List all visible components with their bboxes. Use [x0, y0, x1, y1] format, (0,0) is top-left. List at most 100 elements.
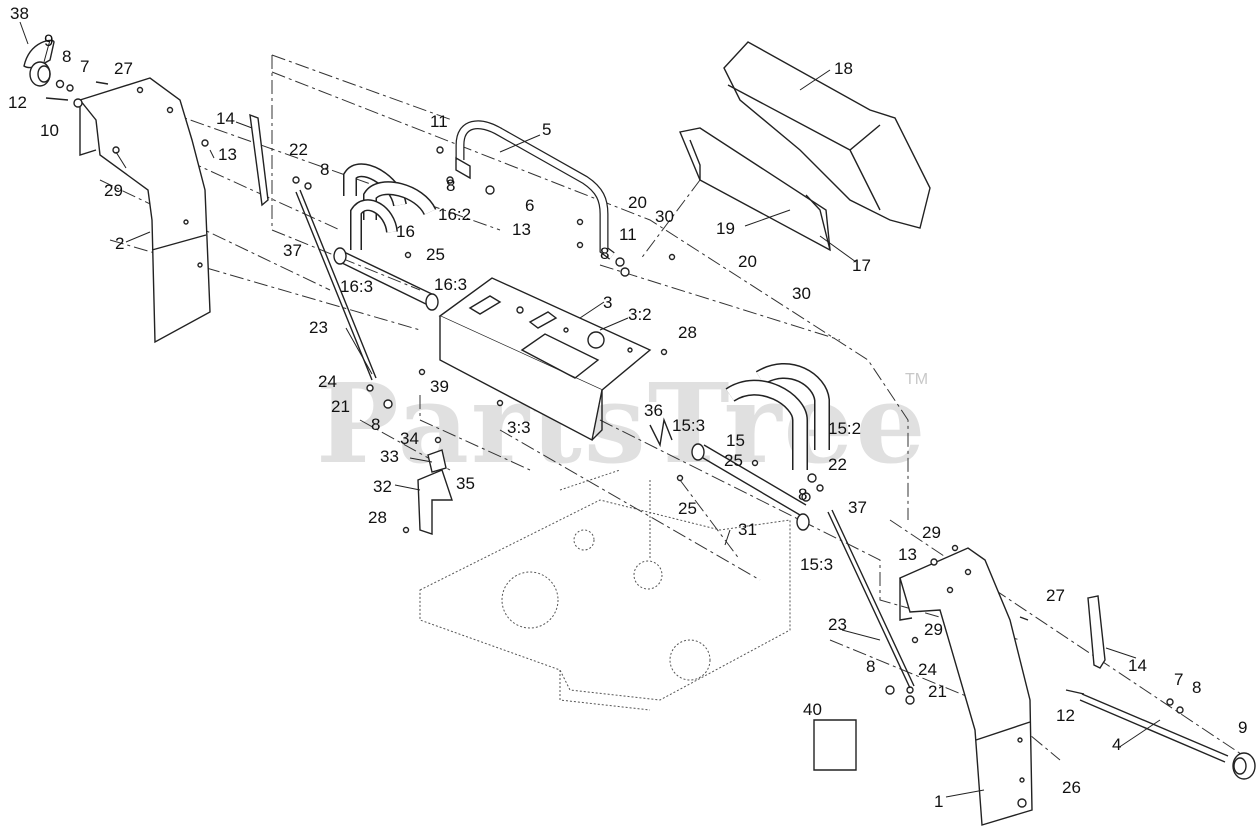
callout-7: 7 [1174, 670, 1183, 689]
callout-23: 23 [828, 615, 847, 634]
callout-12: 12 [1056, 706, 1075, 725]
callout-32: 32 [373, 477, 392, 496]
part-23-right-rod [827, 509, 915, 689]
callout-36: 36 [644, 401, 663, 420]
callout-39: 39 [430, 377, 449, 396]
callout-40: 40 [803, 700, 822, 719]
part-2-left-side-plate [78, 77, 211, 344]
hardware-small-parts [45, 79, 1184, 808]
callout-29: 29 [922, 523, 941, 542]
callout-22: 22 [828, 455, 847, 474]
callout-21: 21 [928, 682, 947, 701]
callout-30: 30 [792, 284, 811, 303]
callout-15-2: 15:2 [828, 419, 861, 438]
callout-33: 33 [380, 447, 399, 466]
callout-10: 10 [40, 121, 59, 140]
callout-9: 9 [1238, 718, 1247, 737]
callout-16: 16 [396, 222, 415, 241]
callout-34: 34 [400, 429, 419, 448]
callout-28: 28 [368, 508, 387, 527]
part-16-hoses [333, 163, 439, 311]
part-32-bracket [417, 449, 453, 535]
callout-17: 17 [852, 256, 871, 275]
callout-29: 29 [104, 181, 123, 200]
frame-base [419, 469, 791, 711]
part-9-left-knob [29, 61, 51, 87]
callout-3: 3 [603, 293, 612, 312]
part-19-seat-plate [679, 127, 831, 252]
callout-14: 14 [1128, 656, 1147, 675]
callout-21: 21 [331, 397, 350, 416]
callout-28: 28 [678, 323, 697, 342]
callout-25: 25 [426, 245, 445, 264]
callout-8: 8 [371, 415, 380, 434]
part-36-spring [649, 417, 673, 448]
callout-5: 5 [542, 120, 551, 139]
part-5-handle [455, 120, 615, 260]
part-1-right-side-plate [899, 547, 1033, 826]
part-40-decal [813, 719, 857, 771]
callout-3-3: 3:3 [507, 418, 531, 437]
callout-9: 9 [44, 31, 53, 50]
callout-8: 8 [62, 47, 71, 66]
callout-8: 8 [446, 176, 455, 195]
callout-24: 24 [318, 372, 337, 391]
callout-20: 20 [738, 252, 757, 271]
callout-35: 35 [456, 474, 475, 493]
callout-31: 31 [738, 520, 757, 539]
callout-15-3: 15:3 [672, 416, 705, 435]
part-15-hoses [691, 363, 830, 531]
callout-13: 13 [512, 220, 531, 239]
callout-8: 8 [798, 485, 807, 504]
callout-24: 24 [918, 660, 937, 679]
callout-12: 12 [8, 93, 27, 112]
callout-30: 30 [655, 207, 674, 226]
leader-lines [19, 21, 1161, 798]
part-14-left-gasket [249, 113, 269, 207]
callout-18: 18 [834, 59, 853, 78]
callout-3-2: 3:2 [628, 305, 652, 324]
callout-1: 1 [934, 792, 943, 811]
callout-7: 7 [80, 57, 89, 76]
callout-11: 11 [430, 112, 448, 131]
callout-37: 37 [283, 241, 302, 260]
callout-2: 2 [115, 234, 124, 253]
callout-26: 26 [1062, 778, 1081, 797]
part-4-shaft [1079, 693, 1229, 763]
callout-4: 4 [1112, 735, 1121, 754]
callout-13: 13 [898, 545, 917, 564]
part-3-control-panel [438, 277, 652, 442]
callout-8: 8 [1192, 678, 1201, 697]
callout-37: 37 [848, 498, 867, 517]
callout-13: 13 [218, 145, 237, 164]
callout-22: 22 [289, 140, 308, 159]
part-14-right-gasket [1087, 595, 1106, 669]
callout-38: 38 [10, 4, 29, 23]
part-38-cap [23, 39, 55, 69]
callout-25: 25 [678, 499, 697, 518]
callout-16-2: 16:2 [438, 205, 471, 224]
callout-8: 8 [600, 244, 609, 263]
callout-23: 23 [309, 318, 328, 337]
callout-16-3: 16:3 [434, 275, 467, 294]
callout-29: 29 [924, 620, 943, 639]
callout-8: 8 [320, 160, 329, 179]
callout-16-3: 16:3 [340, 277, 373, 296]
callout-15: 15 [726, 431, 745, 450]
callout-15-3: 15:3 [800, 555, 833, 574]
callout-11: 11 [619, 225, 637, 244]
part-9-right-knob [1232, 752, 1256, 780]
callout-6: 6 [525, 196, 534, 215]
watermark-trademark: TM [905, 371, 928, 388]
callout-27: 27 [1046, 586, 1065, 605]
callout-27: 27 [114, 59, 133, 78]
callout-8: 8 [866, 657, 875, 676]
part-23-left-rod [295, 189, 377, 381]
callout-19: 19 [716, 219, 735, 238]
callout-25: 25 [724, 451, 743, 470]
callout-20: 20 [628, 193, 647, 212]
callout-labels: 38 9 8 7 27 12 10 14 13 29 2 11 5 22 8 8… [8, 4, 1247, 811]
callout-14: 14 [216, 109, 235, 128]
part-18-seat [723, 41, 931, 229]
